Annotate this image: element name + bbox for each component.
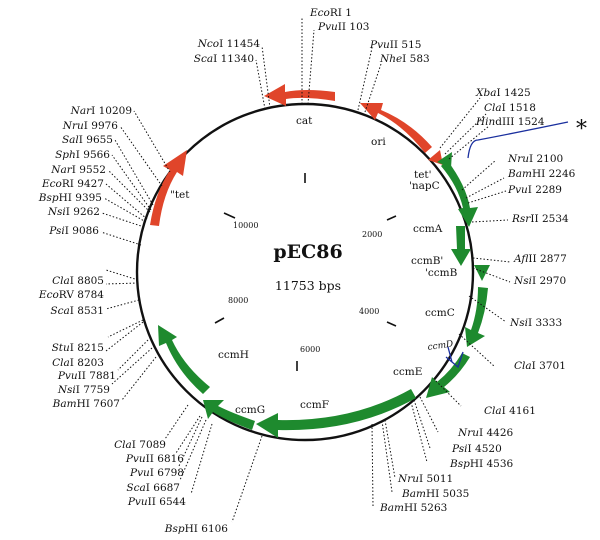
site-label: HindIII 1524 [475, 116, 545, 128]
position-label-6000: 6000 [300, 345, 320, 354]
site-label: NruI 2100 [507, 153, 563, 165]
site-label: BspHI 9395 [38, 192, 102, 204]
site-label: BspHI 4536 [449, 458, 514, 470]
site-label: BspHI 6106 [164, 523, 229, 535]
ccmG-arrow [203, 400, 255, 430]
site-label: BamHI 5263 [379, 502, 447, 514]
site-label: ScaI 11340 [194, 53, 254, 65]
handwritten-stroke [467, 121, 569, 159]
label-cat: cat [296, 115, 313, 127]
plasmid-size: 11753 bps [275, 278, 341, 293]
ccmC-arrow [465, 287, 488, 347]
label-tet: "tet [170, 189, 190, 201]
handwritten-annotations: * ccmD [427, 117, 587, 369]
site-label: StuI 8215 [52, 342, 104, 354]
position-label-8000: 8000 [228, 296, 248, 305]
ccmB-arrow [474, 265, 490, 281]
site-label: ScaI 6687 [126, 482, 180, 494]
plasmid-backbone [135, 102, 475, 442]
site-label: ClaI 8203 [52, 357, 104, 369]
position-marks: 2000 4000 6000 8000 10000 [214, 173, 397, 371]
site-label: NruI 4426 [457, 427, 514, 439]
site-label: BamHI 5035 [401, 488, 469, 500]
label-ori: ori [371, 136, 386, 148]
handwritten-arrow [445, 346, 464, 369]
handwritten-ccmD-label: ccmD [427, 339, 454, 352]
position-tick [214, 317, 225, 324]
site-label: ClaI 4161 [484, 405, 536, 417]
cat-arrow [264, 84, 335, 106]
site-label: NcoI 11454 [197, 38, 261, 50]
site-label: PvuII 515 [369, 39, 421, 51]
site-label: ClaI 7089 [114, 439, 166, 451]
ori-arrow [360, 103, 432, 153]
site-label: ClaI 3701 [514, 360, 566, 372]
position-tick [223, 212, 236, 219]
site-label: ClaI 1518 [484, 102, 536, 114]
napC-tip-arrow [437, 152, 452, 168]
position-label-2000: 2000 [362, 230, 382, 239]
position-tick [386, 215, 397, 221]
label-ccmF: ccmF [300, 399, 329, 411]
position-label-10000: 10000 [233, 221, 258, 230]
site-label: EcoRV 8784 [38, 289, 104, 301]
site-label: NheI 583 [379, 53, 430, 65]
site-leaders [100, 18, 511, 523]
site-label: PsiI 4520 [451, 443, 502, 455]
label-napC: 'napC [409, 180, 440, 192]
ccmH-arrow [158, 325, 210, 394]
site-label: PvuII 6544 [127, 496, 186, 508]
site-label: EcoRI 9427 [41, 178, 104, 190]
label-ccmH: ccmH [218, 349, 249, 361]
site-label: RsrII 2534 [511, 213, 569, 225]
label-ccmB: 'ccmB [425, 267, 458, 279]
ccmA-arrow [441, 160, 478, 227]
feature-arrows [150, 84, 490, 438]
label-ccmA: ccmA [413, 223, 443, 235]
feature-labels: cat ori "tet tet' 'napC ccmA ccmB' 'ccmB… [170, 115, 458, 416]
plasmid-name: pEC86 [273, 241, 342, 263]
site-label: EcoRI 1 [309, 7, 352, 19]
site-label: PvuII 6816 [125, 453, 184, 465]
ccmB-prime-arrow [451, 226, 471, 266]
position-label-4000: 4000 [359, 307, 379, 316]
site-label: PsiI 9086 [48, 225, 99, 237]
site-label: AflII 2877 [513, 253, 567, 265]
site-label: SphI 9566 [55, 149, 110, 161]
site-label: ScaI 8531 [50, 305, 104, 317]
site-label: PvuII 7881 [57, 370, 116, 382]
site-label: BamHI 2246 [507, 168, 576, 180]
handwritten-asterisk-icon: * [576, 117, 587, 142]
label-ccmB-prime: ccmB' [411, 255, 443, 267]
site-label: NruI 9976 [62, 120, 119, 132]
site-label: NsiI 7759 [57, 384, 110, 396]
site-label: NsiI 3333 [509, 317, 562, 329]
site-label: NarI 9552 [50, 164, 106, 176]
site-label: SalI 9655 [62, 134, 113, 146]
site-label: NarI 10209 [70, 105, 132, 117]
tet-arrow [150, 150, 187, 226]
site-label: PvuI 2289 [507, 184, 562, 196]
label-ccmG: ccmG [235, 404, 265, 416]
site-label: ClaI 8805 [52, 275, 104, 287]
label-tet-prime: tet' [414, 169, 432, 181]
site-label: XbaI 1425 [475, 87, 531, 99]
position-tick [386, 321, 397, 327]
site-label: NsiI 2970 [513, 275, 566, 287]
site-label: NruI 5011 [397, 473, 453, 485]
site-label: BamHI 7607 [52, 398, 120, 410]
ccmF-arrow [256, 389, 416, 438]
label-ccmE: ccmE [393, 366, 422, 378]
site-labels: EcoRI 1 PvuII 103 PvuII 515 NheI 583 Xba… [38, 7, 576, 535]
site-label: PvuI 6798 [129, 467, 184, 479]
site-label: PvuII 103 [317, 21, 369, 33]
site-label: NsiI 9262 [47, 206, 100, 218]
label-ccmC: ccmC [425, 307, 455, 319]
